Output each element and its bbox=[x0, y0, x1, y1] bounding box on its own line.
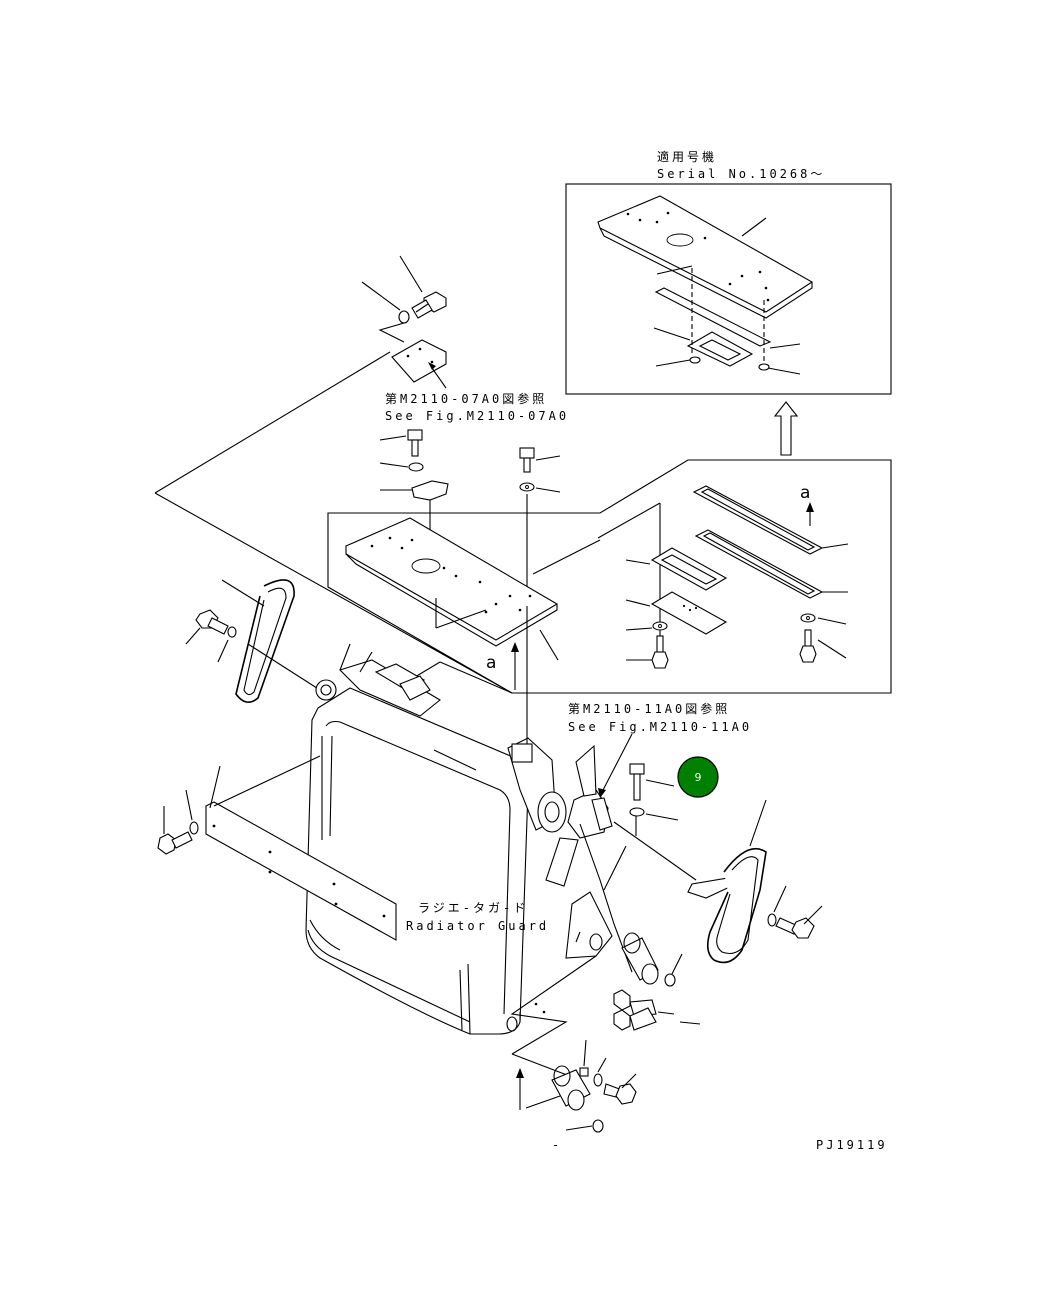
callout-9-number: 9 bbox=[695, 771, 702, 784]
upper-fasteners bbox=[379, 429, 561, 606]
upper-small-cover bbox=[411, 480, 449, 501]
gasket-bolt-left bbox=[651, 651, 669, 669]
bracket-bolt bbox=[411, 291, 447, 319]
guard-label-en: Radiator Guard bbox=[406, 919, 549, 933]
bracket-plate bbox=[391, 339, 447, 383]
right-washer bbox=[767, 913, 777, 927]
callout-group: 9 bbox=[629, 756, 719, 836]
right-top-bolt-shank bbox=[633, 773, 641, 801]
upward-reference-arrow bbox=[773, 401, 799, 456]
inset-frame bbox=[565, 183, 892, 395]
right-top-washer bbox=[629, 807, 645, 817]
serial-label-en: Serial No.10268～ bbox=[657, 167, 825, 181]
guard-label-jp: ラジエ-タガ-ド bbox=[418, 901, 528, 915]
inset-cover-plate bbox=[597, 195, 814, 313]
exploded-view-frame bbox=[154, 351, 892, 694]
left-ubolt bbox=[235, 579, 295, 703]
radiator-shroud bbox=[305, 687, 529, 1035]
left-ubolt-assembly bbox=[185, 579, 321, 703]
gasket-bolt-right bbox=[799, 645, 817, 663]
view-a-label-left: a bbox=[486, 653, 496, 673]
fan-hub bbox=[537, 791, 567, 833]
right-bolt-head bbox=[791, 917, 815, 939]
ref-11-label-en: See Fig.M2110-11A0 bbox=[568, 720, 752, 734]
upper-bracket-assembly: 第M2110-07A0図参照 See Fig.M2110-07A0 bbox=[361, 255, 569, 423]
mount-plate bbox=[579, 1067, 589, 1077]
inset-washer-2 bbox=[758, 363, 770, 371]
left-washer bbox=[227, 626, 237, 638]
guard-washer bbox=[189, 821, 199, 835]
bracket-washer bbox=[398, 310, 410, 324]
right-top-bolt-head bbox=[629, 763, 645, 775]
lower-mount-assembly: - bbox=[506, 823, 701, 1152]
gasket-lower-left bbox=[650, 591, 728, 635]
view-a-label-right: a bbox=[800, 483, 810, 503]
upper-right-bolt-shank bbox=[523, 457, 531, 473]
mount-nut-a bbox=[613, 989, 631, 1011]
fan-blade-lower bbox=[545, 837, 579, 887]
gasket-set: a bbox=[597, 483, 849, 669]
ref-07-label-jp: 第M2110-07A0図参照 bbox=[385, 391, 547, 406]
engine-pulley bbox=[315, 679, 337, 701]
radiator-guard-plate bbox=[205, 801, 397, 941]
radiator-guard: ラジエ-タガ-ド Radiator Guard bbox=[157, 755, 549, 941]
upper-left-washer bbox=[408, 462, 424, 472]
right-ubolt bbox=[706, 847, 767, 964]
ref-11-label-jp: 第M2110-11A0図参照 bbox=[568, 701, 730, 716]
gasket-upper-left bbox=[650, 547, 728, 591]
upper-left-bolt-shank bbox=[411, 439, 419, 457]
support-bracket bbox=[565, 891, 613, 959]
inset-washer-1 bbox=[689, 356, 701, 364]
serial-variant-inset: 適用号機 Serial No.10268～ bbox=[565, 149, 892, 395]
inset-gasket-short bbox=[686, 331, 754, 367]
lower-nut bbox=[592, 1119, 604, 1133]
upper-left-bolt-head bbox=[407, 429, 423, 441]
mount-nut-b bbox=[613, 1009, 631, 1031]
mount-nut-upper bbox=[664, 973, 676, 987]
lower-dash: - bbox=[552, 1138, 562, 1152]
upper-right-bolt-head bbox=[519, 447, 535, 459]
guard-bolt-head bbox=[157, 833, 177, 855]
drawing-code: PJ19119 bbox=[816, 1138, 888, 1152]
mount-washer bbox=[593, 1073, 603, 1087]
radiator-body: 第M2110-11A0図参照 See Fig.M2110-11A0 bbox=[305, 606, 752, 1035]
serial-label-jp: 適用号機 bbox=[657, 149, 717, 164]
ref-07-label-en: See Fig.M2110-07A0 bbox=[385, 409, 569, 423]
right-ubolt-assembly bbox=[613, 799, 823, 964]
callout-9-marker[interactable] bbox=[677, 756, 719, 798]
lower-right-bolt-head bbox=[615, 1083, 637, 1105]
inset-gasket-long bbox=[654, 287, 772, 347]
fan-blade-upper bbox=[575, 744, 597, 797]
mount-stud-b bbox=[629, 1007, 657, 1031]
